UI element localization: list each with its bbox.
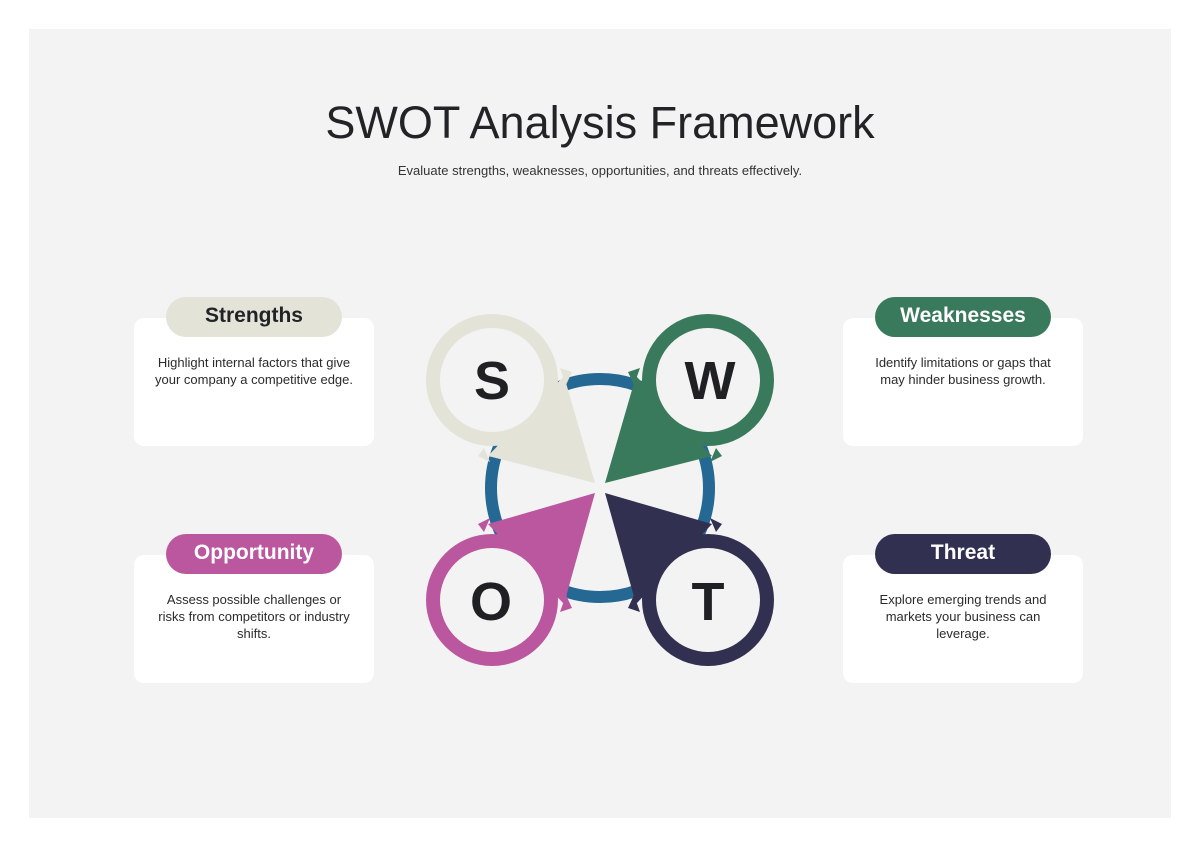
threat-letter: T <box>692 572 725 632</box>
threat-description: Explore emerging trends and markets your… <box>879 592 1047 641</box>
weaknesses-letter: W <box>685 351 736 411</box>
opportunity-letter: O <box>470 572 512 632</box>
opportunity-description: Assess possible challenges or risks from… <box>158 592 350 641</box>
strengths-pin-icon <box>426 314 595 483</box>
strengths-badge: Strengths <box>166 297 342 337</box>
page-title: SWOT Analysis Framework <box>325 97 875 148</box>
opportunity-pin-icon <box>426 493 595 666</box>
weaknesses-card: Identify limitations or gaps that may hi… <box>843 318 1083 446</box>
strengths-letter: S <box>474 351 510 411</box>
threat-card: Explore emerging trends and markets your… <box>843 555 1083 683</box>
connector-ring <box>485 373 715 603</box>
weaknesses-pin-icon <box>605 314 774 483</box>
page-subtitle: Evaluate strengths, weaknesses, opportun… <box>397 163 803 178</box>
opportunity-badge: Opportunity <box>166 534 342 574</box>
strengths-description: Highlight internal factors that give you… <box>155 355 353 387</box>
threat-pin-icon <box>605 493 774 666</box>
strengths-card: Highlight internal factors that give you… <box>134 318 374 446</box>
opportunity-card: Assess possible challenges or risks from… <box>134 555 374 683</box>
threat-badge: Threat <box>875 534 1051 574</box>
weaknesses-badge: Weaknesses <box>875 297 1051 337</box>
weaknesses-description: Identify limitations or gaps that may hi… <box>875 355 1051 387</box>
